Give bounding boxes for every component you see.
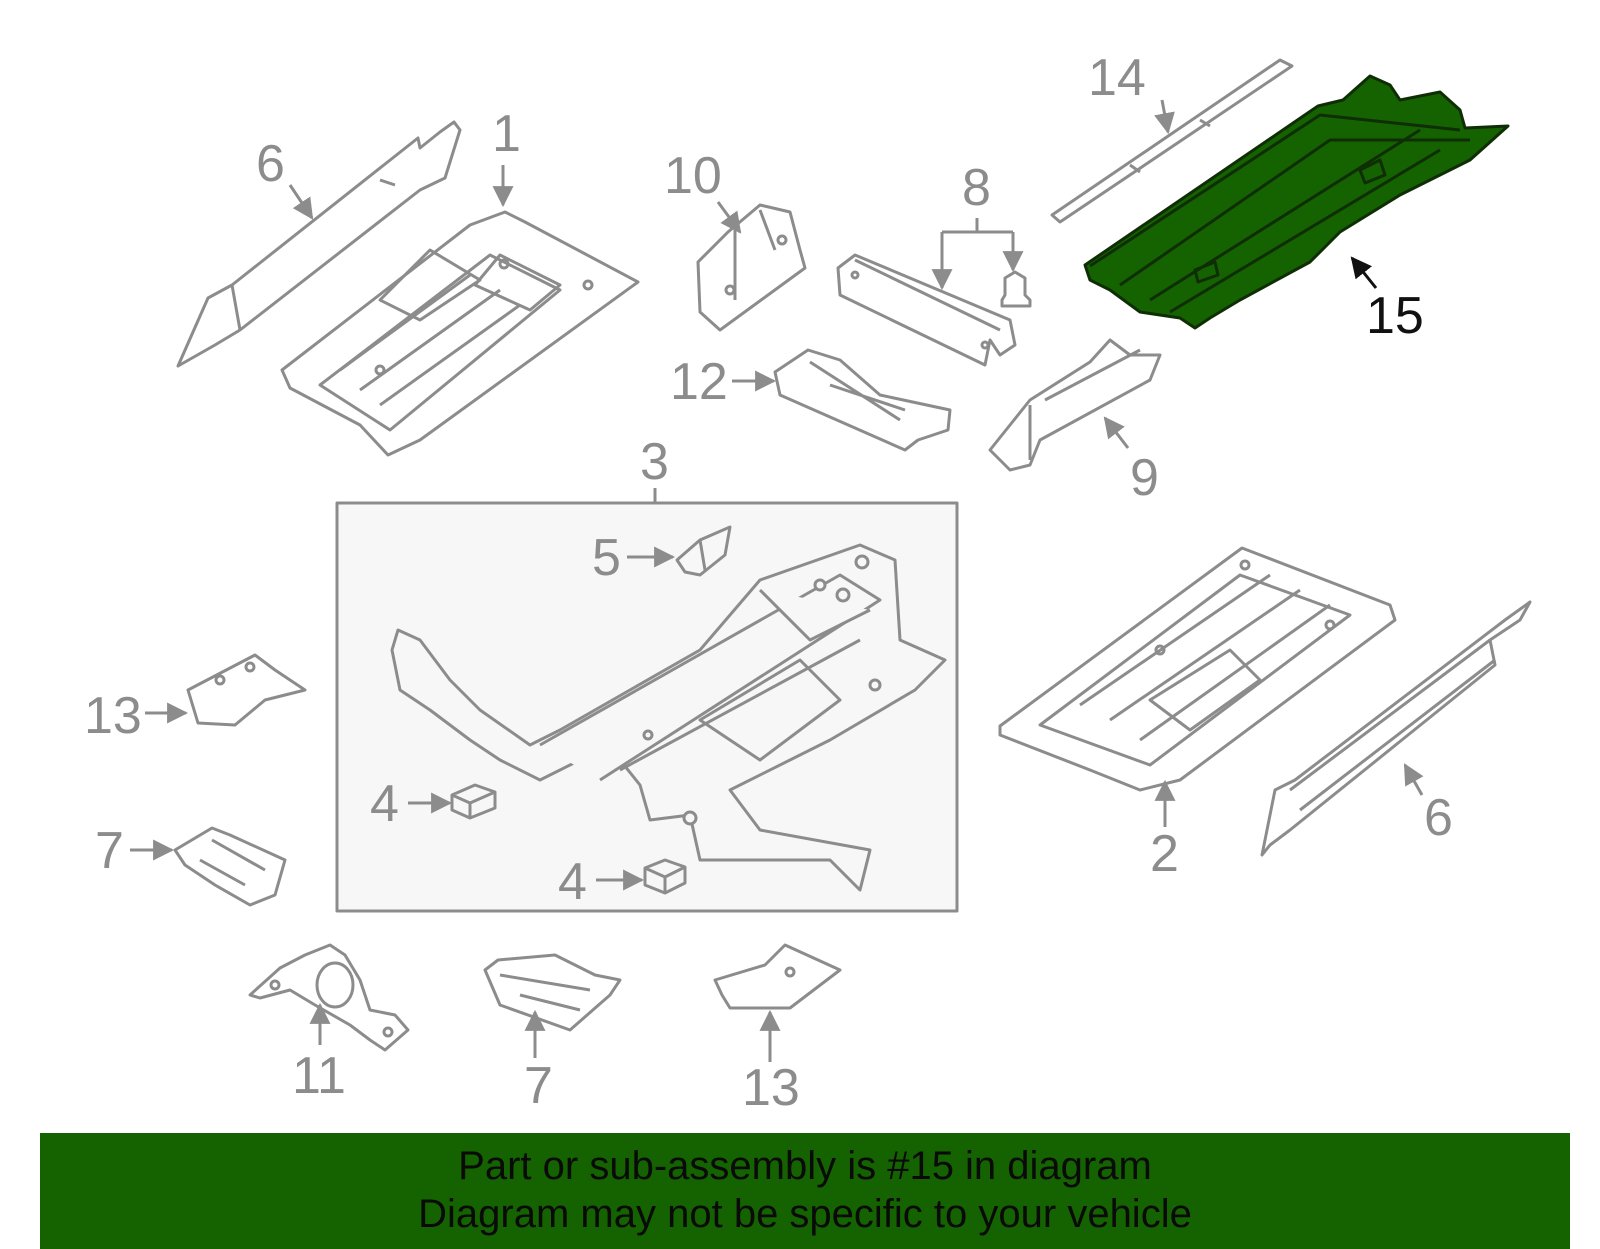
callout-13-bottom: 13 <box>742 1059 800 1117</box>
part-13-left-plate[interactable] <box>186 653 307 727</box>
callout-6-right: 6 <box>1424 789 1453 847</box>
callout-9: 9 <box>1130 449 1159 507</box>
callout-12: 12 <box>670 353 728 411</box>
part-14-strip[interactable] <box>1050 58 1294 224</box>
callout-3: 3 <box>640 433 669 491</box>
callout-13-left: 13 <box>84 687 142 745</box>
part-4-block-lower[interactable] <box>643 858 687 895</box>
callout-8-bracket-lines <box>931 218 1024 291</box>
callout-4-upper: 4 <box>370 775 399 833</box>
banner-line-1: Part or sub-assembly is #15 in diagram <box>458 1144 1152 1188</box>
callout-7-left: 7 <box>95 822 124 880</box>
part-10-bracket[interactable] <box>696 203 807 332</box>
callout-8: 8 <box>962 159 991 217</box>
part-3-center-floor[interactable] <box>390 543 947 892</box>
part-2-right-floor-pan[interactable] <box>998 546 1397 792</box>
callout-leaders <box>130 99 1424 1062</box>
callout-15-leader <box>1350 256 1378 289</box>
callout-1: 1 <box>492 105 521 163</box>
callout-14: 14 <box>1088 49 1146 107</box>
callout-6-left: 6 <box>256 135 285 193</box>
callout-15: 15 <box>1366 287 1424 345</box>
part-6-right-rail[interactable] <box>1260 600 1532 857</box>
part-11-mount[interactable] <box>248 943 410 1052</box>
part-7-bottom-bracket[interactable] <box>483 953 622 1032</box>
part-5-bracket[interactable] <box>675 525 732 577</box>
part-6-left-rail[interactable] <box>176 120 462 368</box>
callout-11: 11 <box>292 1047 346 1105</box>
part-8-crossmember[interactable] <box>836 253 1017 367</box>
part-13-bottom-plate[interactable] <box>713 943 842 1010</box>
part-9-rail[interactable] <box>988 338 1162 472</box>
callout-7-bottom: 7 <box>524 1057 553 1115</box>
part-15-highlighted-panel[interactable] <box>1083 74 1510 330</box>
banner-line-2: Diagram may not be specific to your vehi… <box>418 1192 1192 1236</box>
part-7-left-bracket[interactable] <box>173 826 287 907</box>
callout-5: 5 <box>592 529 621 587</box>
callout-4-lower: 4 <box>558 853 587 911</box>
part-1-left-floor-pan[interactable] <box>280 210 640 457</box>
info-banner: Part or sub-assembly is #15 in diagram D… <box>40 1133 1570 1249</box>
callout-10: 10 <box>664 147 722 205</box>
callout-2: 2 <box>1150 825 1179 883</box>
part-8-bolt[interactable] <box>1000 270 1032 308</box>
part-12-brace[interactable] <box>773 348 952 452</box>
